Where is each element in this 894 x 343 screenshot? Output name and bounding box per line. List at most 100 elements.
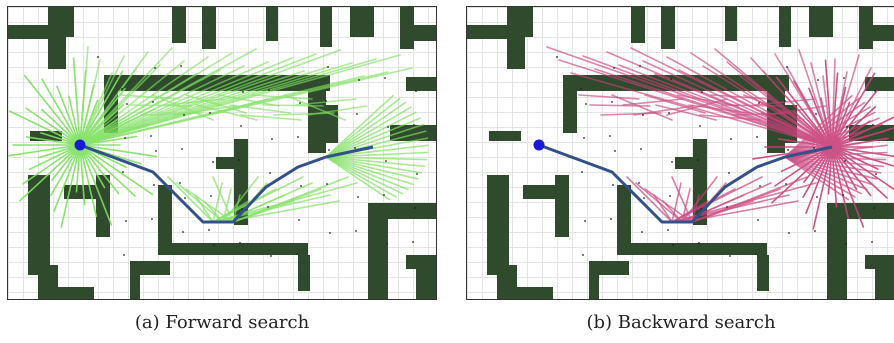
- tree-node: [298, 219, 300, 221]
- tree-edge: [79, 70, 124, 146]
- tree-node: [727, 89, 729, 91]
- tree-node: [179, 182, 181, 184]
- obstacle-block: [779, 7, 791, 47]
- tree-node: [269, 172, 271, 174]
- tree-edge: [671, 182, 682, 223]
- tree-edge: [79, 56, 209, 146]
- tree-node: [242, 91, 244, 93]
- tree-node: [239, 242, 241, 244]
- tree-edge: [784, 123, 884, 158]
- tree-node: [757, 219, 759, 221]
- tree-edge: [56, 85, 81, 146]
- tree-edge: [119, 94, 181, 100]
- tree-node: [642, 114, 644, 116]
- obstacle-block: [130, 275, 140, 299]
- tree-edge: [325, 156, 419, 180]
- tree-edge: [653, 194, 673, 223]
- tree-node: [609, 135, 611, 137]
- tree-node: [583, 137, 585, 139]
- tree-node: [670, 78, 672, 80]
- tree-node: [580, 88, 582, 90]
- tree-edge: [771, 146, 833, 204]
- tree-node: [151, 218, 153, 220]
- tree-edge: [79, 144, 113, 226]
- tree-node: [784, 100, 786, 102]
- tree-edge: [163, 98, 225, 106]
- tree-edge: [831, 71, 848, 148]
- tree-edge: [784, 156, 868, 191]
- tree-node: [123, 254, 125, 256]
- tree-node: [638, 182, 640, 184]
- obstacle-block: [28, 175, 50, 275]
- solution-path: [538, 143, 833, 224]
- tree-node: [271, 138, 273, 140]
- tree-node: [729, 255, 731, 257]
- tree-edge: [50, 144, 81, 197]
- tree-edge: [79, 57, 293, 146]
- tree-edge: [765, 105, 827, 116]
- tree-node: [755, 253, 757, 255]
- tree-edge: [325, 106, 412, 158]
- tree-node: [212, 161, 214, 163]
- tree-edge: [194, 194, 214, 223]
- tree-edge: [831, 89, 878, 148]
- tree-edge: [325, 117, 421, 158]
- tree-edge: [196, 104, 258, 121]
- tree-edge: [325, 156, 423, 174]
- obstacle-block: [414, 25, 436, 41]
- tree-edge: [784, 151, 888, 158]
- tree-node: [213, 244, 215, 246]
- tree-edge: [79, 59, 101, 146]
- obstacle-block: [675, 157, 705, 169]
- tree-node: [582, 254, 584, 256]
- tree-node: [641, 231, 643, 233]
- tree-node: [844, 160, 846, 162]
- tree-edge: [306, 105, 368, 116]
- obstacle-block: [66, 7, 74, 37]
- tree-node: [556, 56, 558, 58]
- tree-node: [385, 160, 387, 162]
- tree-edge: [784, 156, 878, 180]
- tree-edge: [40, 132, 81, 146]
- solution-path: [79, 143, 374, 224]
- start-node: [533, 139, 545, 151]
- tree-edge: [72, 57, 81, 146]
- tree-edge: [831, 67, 872, 148]
- tree-node: [639, 65, 641, 67]
- tree-node: [726, 206, 728, 208]
- tree-edge: [784, 156, 885, 168]
- tree-edge: [38, 144, 81, 159]
- tree-node: [386, 243, 388, 245]
- tree-node: [181, 148, 183, 150]
- tree-node: [210, 195, 212, 197]
- search-tree: [8, 46, 429, 228]
- tree-edge: [831, 146, 894, 191]
- tree-node: [697, 159, 699, 161]
- tree-node: [297, 136, 299, 138]
- obstacle-block: [661, 7, 675, 49]
- tree-node: [701, 91, 703, 93]
- obstacle-block: [589, 275, 599, 299]
- tree-edge: [79, 144, 86, 206]
- tree-edge: [784, 111, 876, 158]
- tree-edge: [41, 78, 81, 146]
- tree-node: [610, 218, 612, 220]
- tree-node: [270, 255, 272, 257]
- tree-node: [873, 207, 875, 209]
- obstacle-block: [489, 131, 521, 141]
- tree-node: [614, 150, 616, 152]
- tree-node: [211, 78, 213, 80]
- tree-node: [730, 138, 732, 140]
- tree-node: [414, 207, 416, 209]
- tree-edge: [666, 56, 833, 148]
- tree-edge: [784, 97, 860, 158]
- tree-edge: [325, 156, 404, 195]
- tree-node: [241, 208, 243, 210]
- tree-node: [786, 66, 788, 68]
- tree-node: [845, 243, 847, 245]
- tree-node: [816, 196, 818, 198]
- obstacle-block: [216, 157, 246, 169]
- obstacle-block: [487, 175, 509, 275]
- obstacle-block: [172, 7, 186, 43]
- obstacle-block: [202, 7, 216, 49]
